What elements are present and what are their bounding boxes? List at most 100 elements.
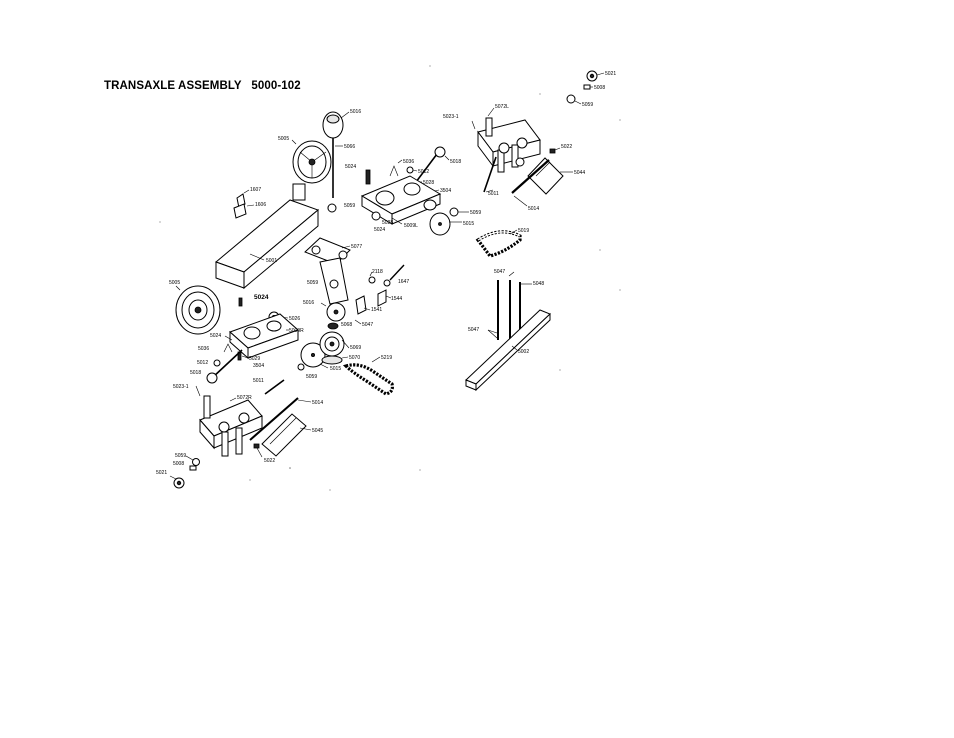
label-5015: 5015 — [463, 221, 474, 227]
part-1541: 1541 — [355, 295, 382, 315]
bracket-5072R: 5072R — [199, 395, 263, 457]
label-5012: 5012 — [418, 169, 429, 175]
pulley-5015-top: 5015 — [429, 212, 474, 236]
part-5045: 5045 — [261, 413, 323, 457]
bracket-5072L: 5072L — [477, 104, 541, 173]
wheel-5005-top: 5005 — [278, 136, 332, 184]
label-5005: 5005 — [278, 136, 289, 142]
label-5011-left: 5011 — [253, 378, 264, 384]
chain-5019: 5019 — [475, 228, 529, 258]
part-5023-1-left: 5023-1 — [173, 384, 201, 397]
label-5024: 5024 — [345, 164, 356, 170]
label-1607: 1607 — [250, 187, 261, 193]
label-5008-bot: 5008 — [173, 461, 184, 467]
pulley-5069: 5069 — [319, 331, 361, 357]
label-5077: 5077 — [351, 244, 362, 250]
gear-5018-left: 5018 — [190, 349, 243, 384]
label-3504-left: 3504 — [253, 363, 264, 369]
part-1647: 1647 — [383, 264, 409, 287]
label-5047-mid: 5047 — [362, 322, 373, 328]
part-5059-mid: 5059 — [327, 203, 355, 213]
shaft-5011-top: 5011 — [483, 156, 499, 197]
label-5059-mid: 5059 — [344, 203, 355, 209]
part-5024-left: 5024 — [210, 333, 233, 341]
label-5072L: 5072L — [495, 104, 509, 110]
label-5068: 5068 — [341, 322, 352, 328]
part-5024-mid: 5024 — [374, 227, 385, 233]
sprocket-5016-mid: 5016 — [303, 300, 346, 322]
label-5023-1-left: 5023-1 — [173, 384, 189, 390]
label-5005-left: 5005 — [169, 280, 180, 286]
label-5021: 5021 — [605, 71, 616, 77]
wheel-5005-left: 5005 — [169, 280, 221, 335]
part-5044-top: 5044 — [527, 157, 585, 195]
label-5023-1: 5023-1 — [443, 114, 459, 120]
page-title: TRANSAXLE ASSEMBLY 5000-102 — [104, 80, 301, 92]
label-5014-left: 5014 — [312, 400, 323, 406]
part-2118: 2118 — [368, 269, 383, 284]
part-1606: 1606 — [233, 202, 266, 219]
label-5016: 5016 — [350, 109, 361, 115]
part-5012-top: 5012 — [406, 166, 429, 175]
label-5059-low: 5059 — [306, 374, 317, 380]
label-5002: 5002 — [518, 349, 529, 355]
label-5018-left: 5018 — [190, 370, 201, 376]
label-5001: 5001 — [266, 258, 277, 264]
part-5008-top: 5008 — [583, 84, 605, 91]
pulley-5015-left: 5015 — [300, 342, 341, 372]
label-1606: 1606 — [255, 202, 266, 208]
label-5036-left: 5036 — [198, 346, 209, 352]
label-5048: 5048 — [533, 281, 544, 287]
label-5047-right: 5047 — [468, 327, 479, 333]
label-5045: 5045 — [312, 428, 323, 434]
label-5028-mid: 5028 — [382, 220, 393, 226]
part-3504-left: 3504 — [253, 363, 264, 369]
label-5019: 5019 — [518, 228, 529, 234]
part-5036-left: 5036 — [198, 343, 233, 353]
part-1544: 1544 — [377, 289, 402, 307]
shaft-5066: 5066 — [327, 138, 355, 212]
part-5068: 5068 — [327, 322, 352, 330]
label-5069: 5069 — [350, 345, 361, 351]
part-5021-bot: 5021 — [156, 470, 185, 489]
label-5070: 5070 — [349, 355, 360, 361]
part-5022-top: 5022 — [549, 144, 572, 154]
label-5012-left: 5012 — [197, 360, 208, 366]
label-5024-left: 5024 — [210, 333, 221, 339]
label-2118: 2118 — [372, 269, 383, 275]
label-5059-left: 5059 — [307, 280, 318, 286]
part-5014-left: 5014 — [249, 397, 323, 441]
gearbox-5009L: 5009L — [360, 175, 442, 229]
part-5022-left: 5022 — [253, 443, 275, 464]
part-5024-top: 5024 — [345, 164, 371, 185]
part-5070: 5070 — [321, 355, 360, 365]
label-5008: 5008 — [594, 85, 605, 91]
label-5028: 5028 — [423, 180, 434, 186]
label-5059-mid2: 5059 — [470, 210, 481, 216]
chain-5219: 5219 — [342, 355, 394, 396]
label-5009R: 5009R — [289, 328, 304, 334]
label-5029: 5029 — [249, 356, 260, 362]
label-5009L: 5009L — [404, 223, 418, 229]
label-5024-mid: 5024 — [374, 227, 385, 233]
label-5047-top: 5047 — [494, 269, 505, 275]
label-5021-bot: 5021 — [156, 470, 167, 476]
label-5066: 5066 — [344, 144, 355, 150]
label-3504: 3504 — [440, 188, 451, 194]
gearbox-5009R: 5009R — [229, 313, 304, 360]
part-5024-bold: 5024 — [238, 294, 269, 307]
part-5014-top: 5014 — [511, 159, 550, 212]
part-5012-left: 5012 — [197, 359, 221, 367]
label-1647: 1647 — [398, 279, 409, 285]
label-5015-left: 5015 — [330, 366, 341, 372]
label-5022: 5022 — [561, 144, 572, 150]
part-5047-mid: 5047 — [354, 319, 373, 328]
part-5059-left: 5059 — [307, 279, 339, 289]
rail-5001: 5001 — [215, 183, 319, 290]
label-5016-mid: 5016 — [303, 300, 314, 306]
label-5022-left: 5022 — [264, 458, 275, 464]
part-5028-mid: 5028 — [371, 211, 393, 226]
label-1544: 1544 — [391, 296, 402, 302]
part-5059-top: 5059 — [566, 94, 593, 108]
